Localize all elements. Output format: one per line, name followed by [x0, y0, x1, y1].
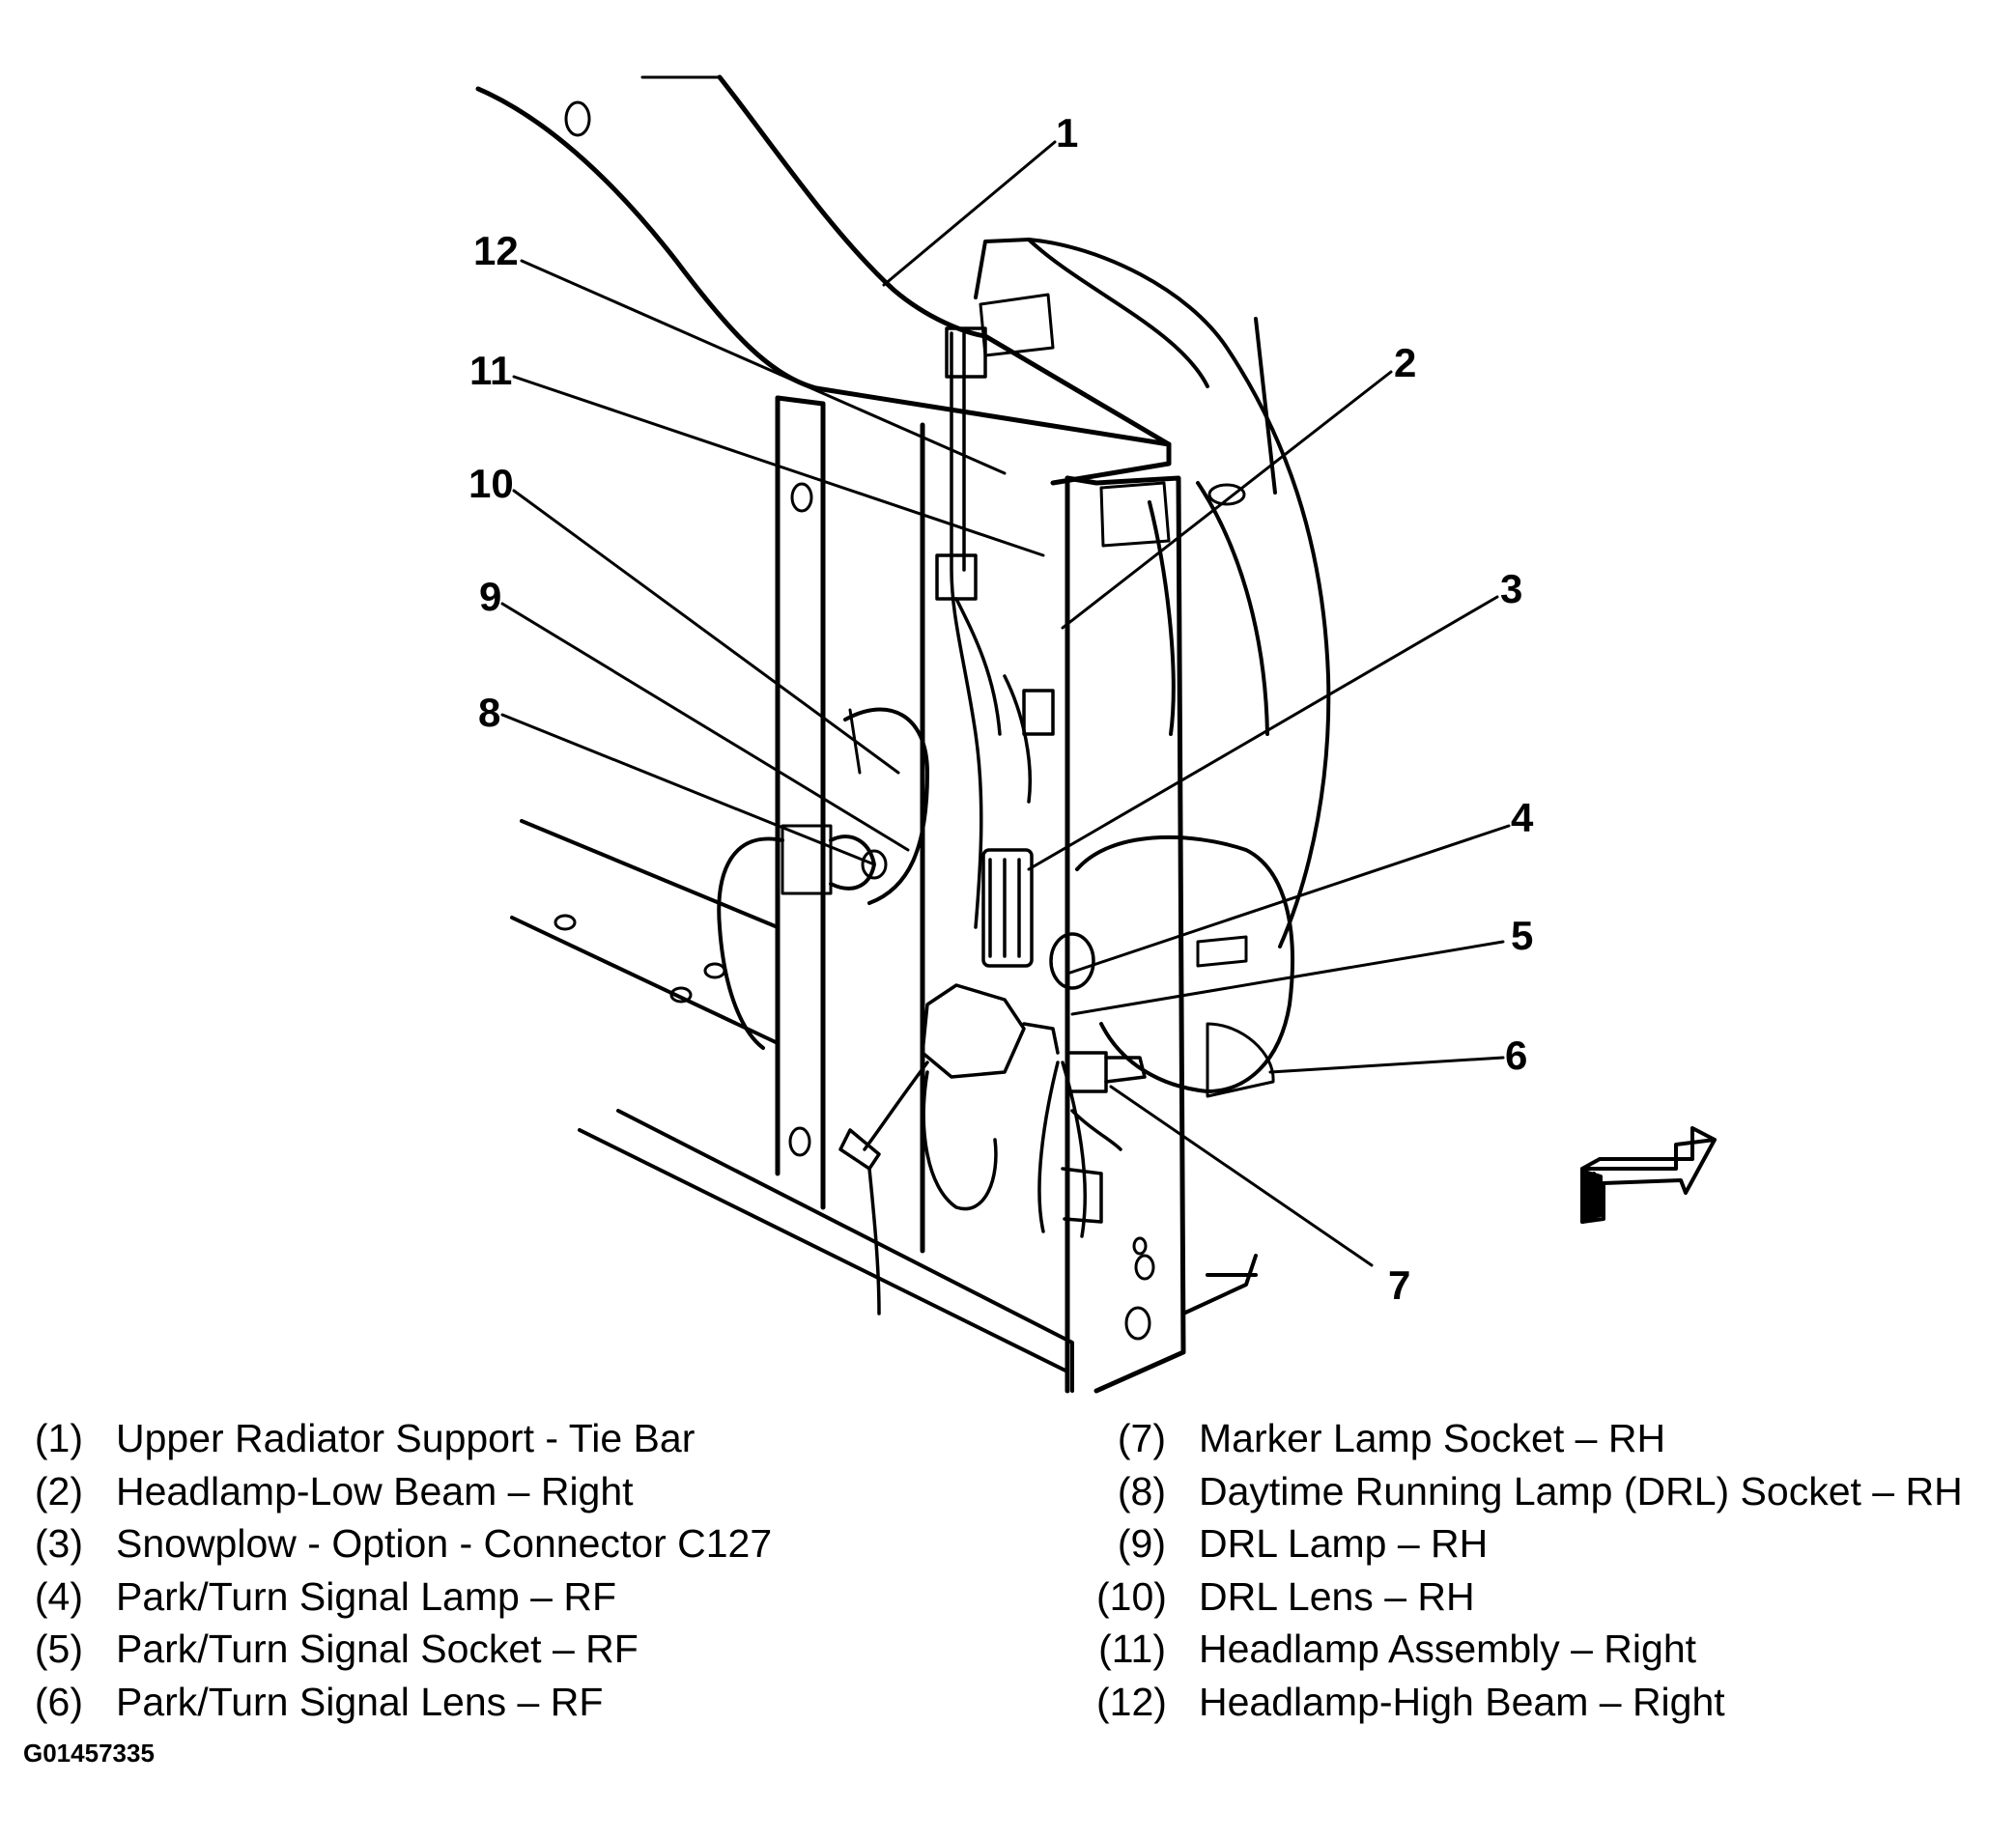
legend-item: (6) Park/Turn Signal Lens – RF [33, 1676, 772, 1729]
legend-item: (4) Park/Turn Signal Lamp – RF [33, 1570, 772, 1624]
park-turn-lamp-drawing [1075, 835, 1294, 1098]
legend-text: Marker Lamp Socket – RH [1199, 1416, 1666, 1460]
callout-8: 8 [478, 690, 500, 735]
legend-number: (10) [1096, 1573, 1167, 1619]
legend-item: (8) Daytime Running Lamp (DRL) Socket – R… [1096, 1465, 1963, 1518]
legend-item: (10) DRL Lens – RH [1096, 1570, 1963, 1624]
figure-id: G01457335 [23, 1739, 155, 1768]
legend-text: DRL Lens – RH [1199, 1573, 1475, 1619]
legend-item: (5) Park/Turn Signal Socket – RF [33, 1623, 772, 1676]
callout-3: 3 [1500, 566, 1522, 611]
legend-text: Snowplow - Option - Connector C127 [116, 1521, 773, 1566]
callout-7: 7 [1388, 1262, 1410, 1308]
legend-item: (7) Marker Lamp Socket – RH [1096, 1412, 1963, 1465]
callout-10: 10 [469, 461, 514, 506]
legend-number: (4) [34, 1573, 83, 1619]
legend-number: (2) [34, 1468, 83, 1514]
legend-item: (2) Headlamp-Low Beam – Right [33, 1465, 772, 1518]
legend-number: (6) [34, 1679, 83, 1724]
legend-number: (11) [1098, 1627, 1166, 1671]
callout-6: 6 [1505, 1033, 1527, 1078]
callout-labels: 1 2 3 4 5 6 7 8 9 10 11 12 [469, 110, 1534, 1308]
legend-number: (3) [34, 1521, 83, 1566]
headlamp-housing-drawing [974, 238, 1331, 948]
legend-left-column: (1) Upper Radiator Support - Tie Bar (2) H… [33, 1412, 772, 1728]
legend-text: DRL Lamp – RH [1199, 1521, 1489, 1566]
callout-4: 4 [1511, 795, 1534, 840]
radiator-support-panels [775, 395, 1186, 1394]
lower-frame-drawing [510, 819, 1258, 1393]
legend-text: Upper Radiator Support - Tie Bar [116, 1416, 696, 1460]
callout-9: 9 [479, 574, 501, 619]
callout-1: 1 [1056, 110, 1078, 156]
callout-2: 2 [1394, 340, 1416, 385]
legend-text: Headlamp-High Beam – Right [1199, 1679, 1725, 1724]
legend-number: (1) [34, 1416, 83, 1460]
legend-item: (12) Headlamp-High Beam – Right [1096, 1676, 1963, 1729]
legend-text: Park/Turn Signal Socket – RF [116, 1627, 639, 1671]
legend-number: (12) [1096, 1679, 1167, 1724]
callout-5: 5 [1511, 913, 1533, 958]
legend-text: Headlamp Assembly – Right [1199, 1627, 1697, 1671]
callout-12: 12 [473, 228, 519, 273]
legend-number: (7) [1117, 1416, 1166, 1460]
legend-right-column: (7) Marker Lamp Socket – RH (8) Daytime Ru… [1096, 1412, 1963, 1728]
legend-text: Daytime Running Lamp (DRL) Socket – RH [1199, 1468, 1963, 1514]
legend-text: Park/Turn Signal Lens – RF [116, 1679, 604, 1724]
legend-number: (9) [1117, 1521, 1166, 1566]
legend-item: (1) Upper Radiator Support - Tie Bar [33, 1412, 772, 1465]
front-arrow-icon [1580, 1126, 1717, 1224]
callout-leaders [500, 140, 1511, 1267]
legend-item: (3) Snowplow - Option - Connector C127 [33, 1517, 772, 1570]
legend-text: Park/Turn Signal Lamp – RF [116, 1573, 617, 1619]
legend-item: (9) DRL Lamp – RH [1096, 1517, 1963, 1570]
callout-11: 11 [469, 348, 512, 393]
legend-item: (11) Headlamp Assembly – Right [1096, 1623, 1963, 1676]
wiring-harness-drawing [838, 326, 1147, 1316]
legend-text: Headlamp-Low Beam – Right [116, 1468, 634, 1514]
legend-number: (5) [34, 1627, 83, 1671]
legend-number: (8) [1117, 1468, 1166, 1514]
component-locator-diagram: 1 2 3 4 5 6 7 8 9 10 11 12 [469, 74, 1717, 1394]
